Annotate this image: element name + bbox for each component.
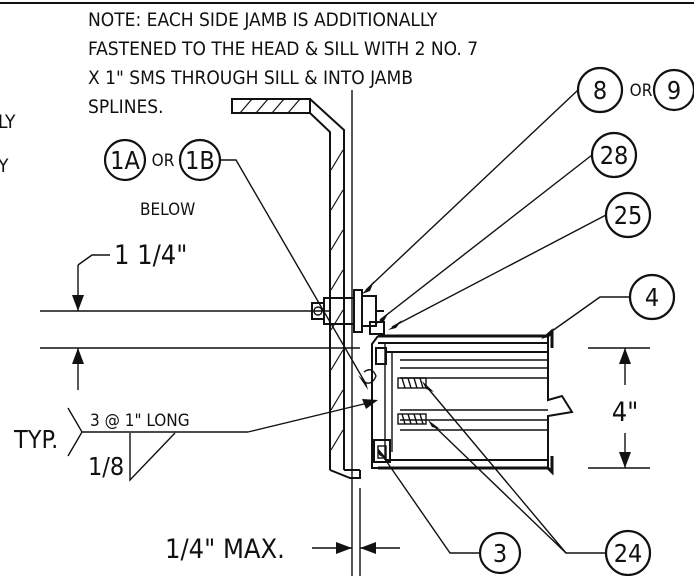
dimension-1-1-4-label: 1 1/4" — [114, 240, 187, 271]
steel-channel — [231, 98, 361, 479]
note-line-1: NOTE: EACH SIDE JAMB IS ADDITIONALLY — [88, 9, 438, 31]
general-note: NOTE: EACH SIDE JAMB IS ADDITIONALLY FAS… — [88, 9, 478, 118]
callout-8-label: 8 — [593, 76, 607, 105]
note-line-3: X 1" SMS THROUGH SILL & INTO JAMB — [88, 67, 413, 89]
callout-1b-label: 1B — [185, 146, 215, 175]
weld-size-label: 1/8 — [88, 452, 124, 481]
callout-9-label: 9 — [667, 76, 681, 105]
callout-1a-or-1b: 1A OR 1B BELOW — [103, 138, 368, 390]
weld-typ-label: TYP. — [13, 425, 58, 454]
callout-3-label: 3 — [493, 539, 507, 568]
weld-spec-label: 3 @ 1" LONG — [90, 411, 190, 431]
dimension-4: 4" — [588, 347, 650, 469]
callout-bubble-1a — [103, 138, 147, 182]
callout-28-label: 28 — [600, 141, 629, 170]
callout-4-label: 4 — [645, 283, 659, 312]
callout-24-label: 24 — [614, 539, 643, 568]
callout-25: 25 — [388, 191, 652, 330]
frame-extrusion — [363, 321, 574, 476]
callout-28: 28 — [376, 131, 638, 324]
callout-below-label: BELOW — [140, 200, 195, 220]
dimension-1-4-max: 1/4" MAX. — [165, 488, 400, 576]
callout-1a-label: 1A — [110, 146, 140, 175]
callout-or-8-9: OR — [630, 81, 653, 101]
cropped-fragment-y: Y — [0, 155, 9, 177]
callout-3: 3 — [377, 447, 522, 575]
callout-24: 24 — [422, 381, 652, 576]
dimension-4-label: 4" — [612, 397, 639, 428]
dimension-1-1-4: 1 1/4" — [72, 240, 187, 390]
note-line-4: SPLINES. — [88, 96, 164, 118]
callout-4: 4 — [541, 273, 676, 339]
callout-8-or-9: 8 OR 9 — [362, 66, 694, 294]
note-line-2: FASTENED TO THE HEAD & SILL WITH 2 NO. 7 — [88, 38, 478, 60]
callout-bubble-9 — [652, 68, 694, 112]
weld-symbol: TYP. 3 @ 1" LONG 1/8 — [13, 399, 378, 482]
callout-25-label: 25 — [614, 201, 643, 230]
cropped-fragment-ly: LY — [0, 111, 16, 133]
callout-or-1a-1b: OR — [152, 151, 175, 171]
dimension-1-4-max-label: 1/4" MAX. — [165, 534, 285, 565]
